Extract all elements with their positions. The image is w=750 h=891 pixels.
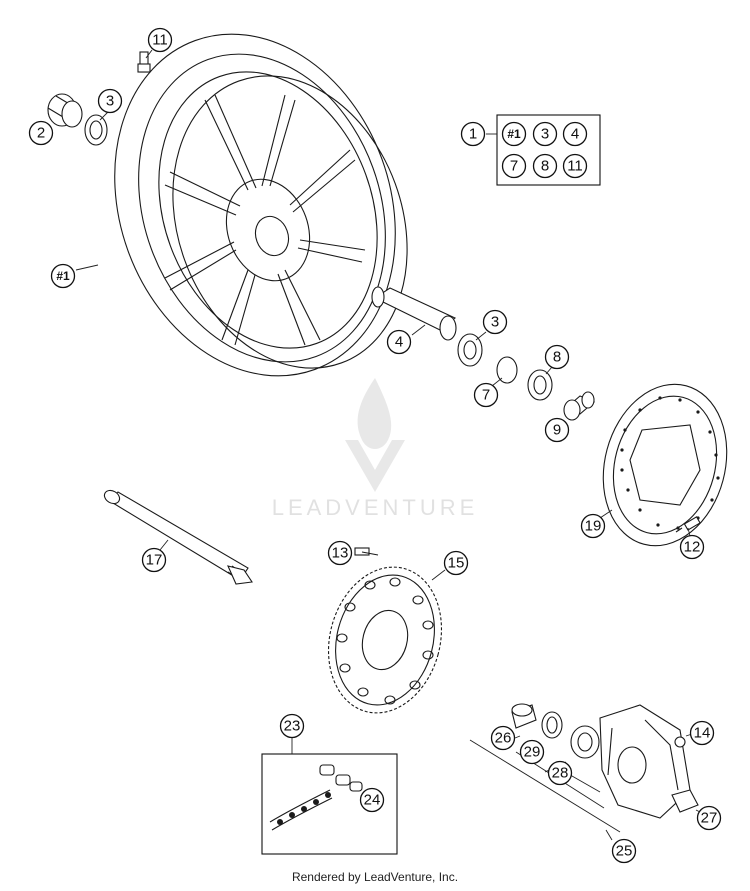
hub-spacer [511,703,537,729]
svg-text:2: 2 [37,125,45,142]
rear-wheel-rim [114,33,408,377]
svg-text:23: 23 [284,718,301,735]
chain-master-link [319,764,363,792]
sprocket-carrier [599,704,691,819]
svg-text:7: 7 [510,158,518,175]
kit-item-8: 8 [532,153,558,179]
footer-credit: Rendered by LeadVenture, Inc. [291,870,459,884]
wheel-bearing [457,333,483,367]
circlip [496,356,518,384]
svg-text:13: 13 [332,545,349,562]
kit-box [496,114,601,186]
svg-text:11: 11 [152,32,168,49]
chain-kit-box [261,753,398,855]
callout-14: 14 [689,720,715,746]
callout-4: 4 [386,329,412,355]
callout-8: 8 [544,344,570,370]
drive-chain [269,789,333,831]
callout-25: 25 [611,838,637,864]
callout-17: 17 [141,547,167,573]
callout-2: 2 [28,120,54,146]
svg-text:4: 4 [395,334,403,351]
callout-12: 12 [679,534,705,560]
svg-text:7: 7 [482,387,490,404]
svg-text:19: 19 [585,518,602,535]
svg-text:25: 25 [616,843,633,860]
callout-15: 15 [443,550,469,576]
distance-tube [371,286,457,341]
seal-ring [527,369,553,401]
callout-1-wheel: #1 [50,263,76,289]
carrier-nut [674,736,686,748]
svg-text:14: 14 [694,725,711,742]
callout-3-top: 3 [97,88,123,114]
svg-text:24: 24 [364,792,381,809]
kit-item-4: 4 [562,121,588,147]
svg-text:26: 26 [495,730,512,747]
kit-item-11: 11 [562,153,588,179]
valve-stem [137,51,151,73]
svg-text:1: 1 [469,126,477,143]
svg-text:28: 28 [552,765,569,782]
svg-text:8: 8 [541,158,549,175]
callout-3-mid: 3 [482,309,508,335]
callout-9: 9 [544,417,570,443]
callout-1-kit: 1 [460,121,486,147]
kit-item-1: #1 [501,121,527,147]
kit-item-7: 7 [501,153,527,179]
svg-text:3: 3 [491,314,499,331]
callout-29: 29 [519,739,545,765]
callout-26: 26 [490,725,516,751]
hub-bearing [570,725,600,759]
svg-text:3: 3 [106,93,114,110]
cush-rubber [671,789,699,813]
leadventure-watermark: LEADVENTURE [272,378,479,520]
svg-text:12: 12 [684,539,701,556]
callout-27: 27 [696,805,722,831]
svg-text:15: 15 [448,555,465,572]
callout-13: 13 [327,540,353,566]
rear-sprocket [327,566,443,714]
svg-text:29: 29 [524,744,541,761]
svg-text:#1: #1 [56,269,70,283]
callout-24: 24 [359,787,385,813]
brake-disc [602,383,728,547]
svg-text:9: 9 [553,422,561,439]
callout-7: 7 [473,382,499,408]
hub-seal [541,711,563,739]
svg-text:27: 27 [701,810,718,827]
svg-text:3: 3 [541,126,549,143]
svg-text:#1: #1 [507,127,521,141]
sprocket-bolt [354,547,379,556]
callout-28: 28 [547,760,573,786]
callout-11-top: 11 [147,27,173,53]
kit-item-3: 3 [532,121,558,147]
callout-19: 19 [580,513,606,539]
svg-text:8: 8 [553,349,561,366]
svg-text:11: 11 [567,158,583,175]
wheel-spindle [103,489,253,585]
watermark-text: LEADVENTURE [272,495,479,520]
spacer-sleeve [47,93,83,128]
spacer-bushing [563,391,596,421]
shaft-seal [84,114,108,146]
callout-23: 23 [279,713,305,739]
svg-text:4: 4 [571,126,579,143]
disc-bolt [675,516,701,533]
svg-text:17: 17 [146,552,163,569]
